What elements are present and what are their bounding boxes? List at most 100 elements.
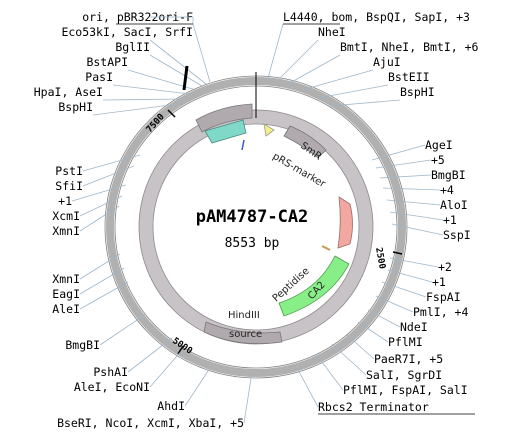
small-blue-tick xyxy=(241,139,245,151)
site-label-right-18[interactable]: PflMI xyxy=(388,335,423,349)
site-label-right-20[interactable]: SalI, SgrDI xyxy=(366,368,442,382)
site-label-left-16[interactable]: PshAI xyxy=(93,365,128,379)
site-label-left-7[interactable]: PstI xyxy=(55,164,83,178)
site-label-right-5[interactable]: BspHI xyxy=(400,85,435,99)
leader-line xyxy=(149,54,203,87)
leader-line xyxy=(149,347,185,388)
feature-ring xyxy=(139,110,373,344)
hindiii-label: HindIII xyxy=(228,310,260,321)
site-label-right-21[interactable]: PflMI, FspAI, SalI xyxy=(343,383,468,397)
plasmid-size: 8553 bp xyxy=(225,236,280,251)
leader-line xyxy=(99,313,147,346)
leader-line xyxy=(79,267,125,295)
site-label-left-2[interactable]: BglII xyxy=(115,40,150,54)
leader-line xyxy=(389,257,439,268)
leader-line xyxy=(287,54,341,85)
leader-line xyxy=(387,269,433,283)
site-label-right-17[interactable]: NdeI xyxy=(400,320,428,334)
right-leader-lines xyxy=(267,23,444,408)
site-label-left-19[interactable]: BseRI, NcoI, XcmI, XbaI, +5 xyxy=(57,416,244,430)
site-label-right-1[interactable]: NheI xyxy=(318,25,346,39)
leader-line xyxy=(127,337,173,373)
left-site-labels: ori, pBR322ori-F Eco53kI, SacI, SrfI Bgl… xyxy=(34,10,244,430)
site-label-right-14[interactable]: +1 xyxy=(432,275,446,289)
site-label-right-12[interactable]: SspI xyxy=(443,228,471,242)
small-orange-tick xyxy=(321,245,331,251)
source-label: source xyxy=(229,329,262,340)
site-label-left-1[interactable]: Eco53kI, SacI, SrfI xyxy=(61,25,193,39)
leader-line xyxy=(149,39,207,85)
site-label-right-3[interactable]: AjuI xyxy=(373,55,401,69)
leader-line xyxy=(277,39,319,81)
leader-line xyxy=(329,99,401,107)
leader-line xyxy=(112,84,191,95)
site-label-left-15[interactable]: BmgBI xyxy=(65,338,100,352)
leader-line xyxy=(79,281,129,310)
site-label-right-11[interactable]: +1 xyxy=(443,213,457,227)
site-label-right-4[interactable]: BstEII xyxy=(388,70,430,84)
site-label-left-0[interactable]: ori, pBR322ori-F xyxy=(82,10,193,24)
site-label-right-19[interactable]: PaeR7I, +5 xyxy=(374,352,443,366)
site-label-right-10[interactable]: AloI xyxy=(440,198,468,212)
site-label-left-14[interactable]: AleI xyxy=(52,302,80,316)
tick-mark-5000 xyxy=(177,345,184,355)
leader-line xyxy=(243,371,253,424)
leader-line xyxy=(345,333,375,360)
tick-mark-2500 xyxy=(392,251,403,255)
site-label-right-0[interactable]: L4440, bom, BspQI, SapI, +3 xyxy=(283,10,470,24)
leader-line xyxy=(375,295,414,313)
left-leader-lines xyxy=(71,16,253,424)
site-label-right-15[interactable]: FspAI xyxy=(426,290,461,304)
site-label-right-8[interactable]: BmgBI xyxy=(431,168,466,182)
site-label-right-9[interactable]: +4 xyxy=(440,183,454,197)
site-label-left-8[interactable]: SfiI xyxy=(55,179,83,193)
leader-line xyxy=(317,84,389,99)
site-label-right-16[interactable]: PmlI, +4 xyxy=(413,305,468,319)
site-label-right-22[interactable]: Rbcs2 Terminator xyxy=(318,400,429,414)
leader-line xyxy=(71,184,127,202)
feature-ring-edge-inner xyxy=(152,123,360,331)
leader-line xyxy=(79,205,120,232)
site-label-left-5[interactable]: HpaI, AseI xyxy=(34,85,103,99)
yellow-marker[interactable] xyxy=(263,123,275,137)
site-label-right-6[interactable]: AgeI xyxy=(425,138,453,152)
site-label-right-7[interactable]: +5 xyxy=(431,153,445,167)
leader-line xyxy=(102,98,185,101)
leader-line xyxy=(382,187,441,191)
green-feature-arrow[interactable] xyxy=(278,255,350,317)
smr-arrow[interactable] xyxy=(283,125,327,159)
site-label-right-2[interactable]: BmtI, NheI, BmtI, +6 xyxy=(340,40,479,54)
leader-line xyxy=(150,16,211,83)
leader-line xyxy=(295,365,319,408)
site-label-left-3[interactable]: BstAPI xyxy=(86,55,128,69)
site-label-left-9[interactable]: +1 xyxy=(58,194,72,208)
site-label-left-18[interactable]: AhdI xyxy=(157,399,185,413)
leader-line xyxy=(79,253,121,280)
site-label-left-17[interactable]: AleI, EcoNI xyxy=(74,380,150,394)
leader-line xyxy=(82,165,135,187)
site-label-left-6[interactable]: BspHI xyxy=(58,100,93,114)
leader-line xyxy=(301,69,374,91)
pink-feature-arrow[interactable] xyxy=(337,196,353,249)
site-label-left-11[interactable]: XmnI xyxy=(52,224,80,238)
plasmid-name: pAM4787-CA2 xyxy=(196,207,309,227)
tick-mark-7500 xyxy=(167,109,176,118)
leader-line xyxy=(79,195,123,217)
leader-line xyxy=(391,223,444,236)
site-label-left-10[interactable]: XcmI xyxy=(52,209,80,223)
leader-line xyxy=(371,144,426,161)
leader-line xyxy=(386,199,441,206)
leader-line xyxy=(389,211,444,221)
site-label-left-12[interactable]: XmnI xyxy=(52,272,80,286)
leader-line xyxy=(379,174,432,179)
leader-line xyxy=(357,321,389,343)
site-label-left-13[interactable]: EagI xyxy=(52,287,80,301)
site-label-right-13[interactable]: +2 xyxy=(438,260,452,274)
site-label-left-4[interactable]: PasI xyxy=(85,70,113,84)
teal-feature-arrow[interactable] xyxy=(204,119,247,144)
source-arrow[interactable] xyxy=(203,321,283,344)
right-site-labels: L4440, bom, BspQI, SapI, +3 NheI BmtI, N… xyxy=(283,10,479,414)
top-gray-arrow[interactable] xyxy=(195,103,253,133)
